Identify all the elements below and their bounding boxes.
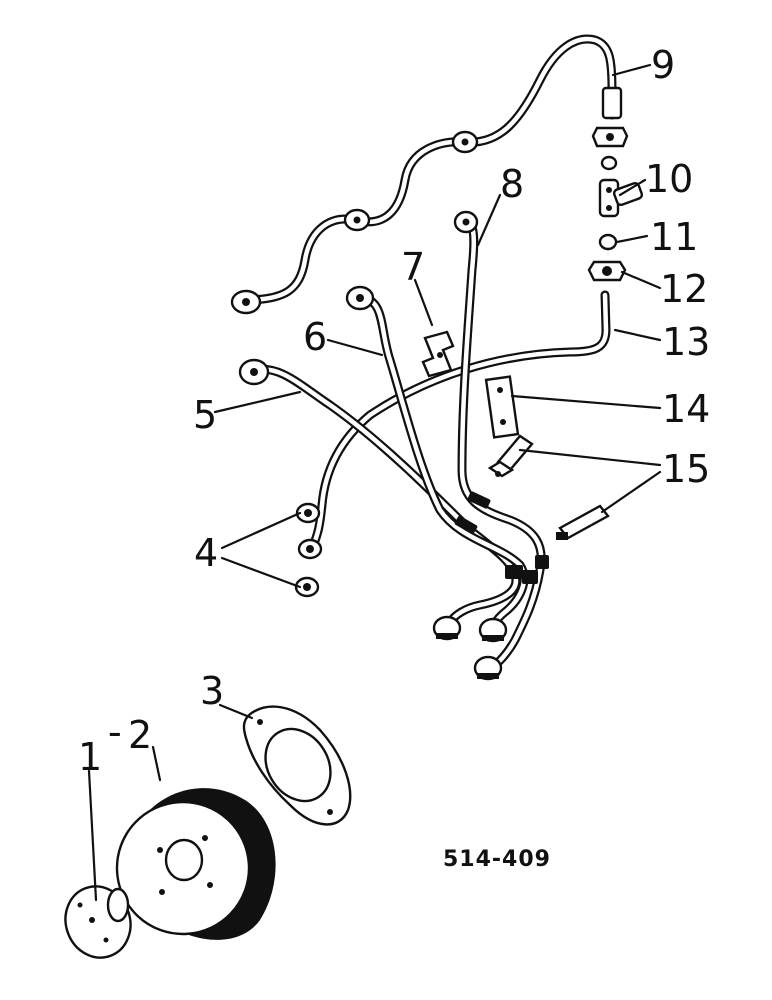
callout-12: 12 [660, 267, 708, 311]
clamp-7 [421, 330, 455, 378]
callout-13: 13 [662, 320, 710, 364]
callout-9: 9 [651, 43, 675, 87]
pipe-sleeve [467, 491, 491, 509]
nut-12 [587, 260, 627, 282]
union-nut [432, 615, 462, 641]
plate-14 [484, 375, 520, 439]
injection-pipes [240, 34, 617, 675]
pipe-end-fittings [230, 130, 508, 681]
washer [600, 155, 618, 171]
callout-2: 2 [128, 713, 152, 757]
callout-2-dash: - [108, 710, 122, 754]
pipe-9 [240, 34, 617, 305]
callout-8: 8 [500, 162, 524, 206]
leader-lines [87, 63, 662, 902]
pipe-8 [457, 217, 546, 675]
callout-15: 15 [662, 447, 710, 491]
pipe-13 [307, 290, 611, 553]
hub-1 [64, 885, 132, 959]
gear-2 [115, 788, 276, 940]
adapter-nut [591, 126, 629, 148]
washer-11 [598, 233, 618, 251]
tee-fitting-10 [598, 178, 644, 218]
union-nut [473, 655, 503, 681]
callout-4: 4 [194, 531, 218, 575]
pipe-6 [357, 293, 529, 637]
pipe-sleeve [522, 570, 538, 584]
gasket-3 [242, 705, 352, 826]
washers-4 [294, 502, 323, 598]
union-nut [478, 617, 508, 643]
callout-11: 11 [650, 215, 698, 259]
clamp-15-lower [556, 504, 610, 540]
callout-labels: 1 - 2 3 4 5 6 7 8 9 10 11 12 13 14 15 [78, 43, 710, 779]
callout-5: 5 [193, 393, 217, 437]
callout-10: 10 [645, 157, 693, 201]
callout-6: 6 [303, 315, 327, 359]
callout-3: 3 [200, 669, 224, 713]
figure-reference-code: 514-409 [443, 847, 551, 872]
clamp-15-upper [487, 434, 534, 478]
pipe-sleeve [454, 515, 478, 535]
pipe-sleeve [505, 565, 523, 579]
pipe-sleeve [535, 555, 549, 569]
callout-1: 1 [78, 735, 102, 779]
callout-7: 7 [401, 245, 425, 289]
pipe-nut-9 [601, 86, 623, 120]
callout-14: 14 [662, 387, 710, 431]
fitting-stack [587, 86, 644, 282]
